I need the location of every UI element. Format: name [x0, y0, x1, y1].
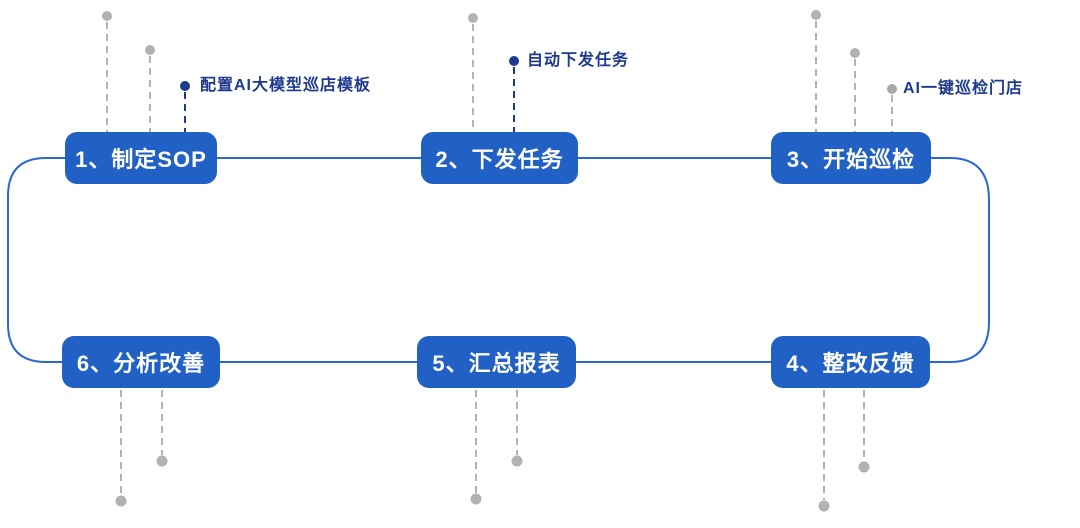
step-box-4-rectification-feedback: 4、整改反馈: [771, 336, 930, 388]
loop-connector-left: [7, 157, 66, 363]
step-box-3-start-inspection: 3、开始巡检: [771, 132, 931, 184]
endpoint-dot: [818, 500, 830, 512]
endpoint-dot: [470, 493, 482, 505]
endpoint-dot: [511, 455, 523, 467]
annotation-auto-dispatch: 自动下发任务: [527, 52, 630, 69]
endpoint-dot: [145, 45, 155, 55]
endpoint-dot: [115, 495, 127, 507]
step-box-6-analyze-improve: 6、分析改善: [62, 336, 220, 388]
endpoint-dot: [858, 461, 870, 473]
endpoint-dot: [468, 13, 478, 23]
endpoint-dot: [102, 11, 112, 21]
annotation-configure-ai-template: 配置AI大模型巡店模板: [200, 77, 372, 94]
endpoint-dot: [156, 455, 168, 467]
step-box-1-create-sop: 1、制定SOP: [65, 132, 217, 184]
annotation-ai-one-click-inspection: AI一键巡检门店: [903, 80, 1024, 97]
loop-connector-right: [929, 157, 990, 363]
endpoint-dot: [811, 10, 821, 20]
annotation-dot: [887, 84, 897, 94]
step-box-5-summary-report: 5、汇总报表: [417, 336, 576, 388]
annotation-dot: [509, 56, 519, 66]
endpoint-dot: [850, 48, 860, 58]
step-box-2-dispatch-tasks: 2、下发任务: [421, 132, 578, 184]
annotation-dot: [180, 81, 190, 91]
